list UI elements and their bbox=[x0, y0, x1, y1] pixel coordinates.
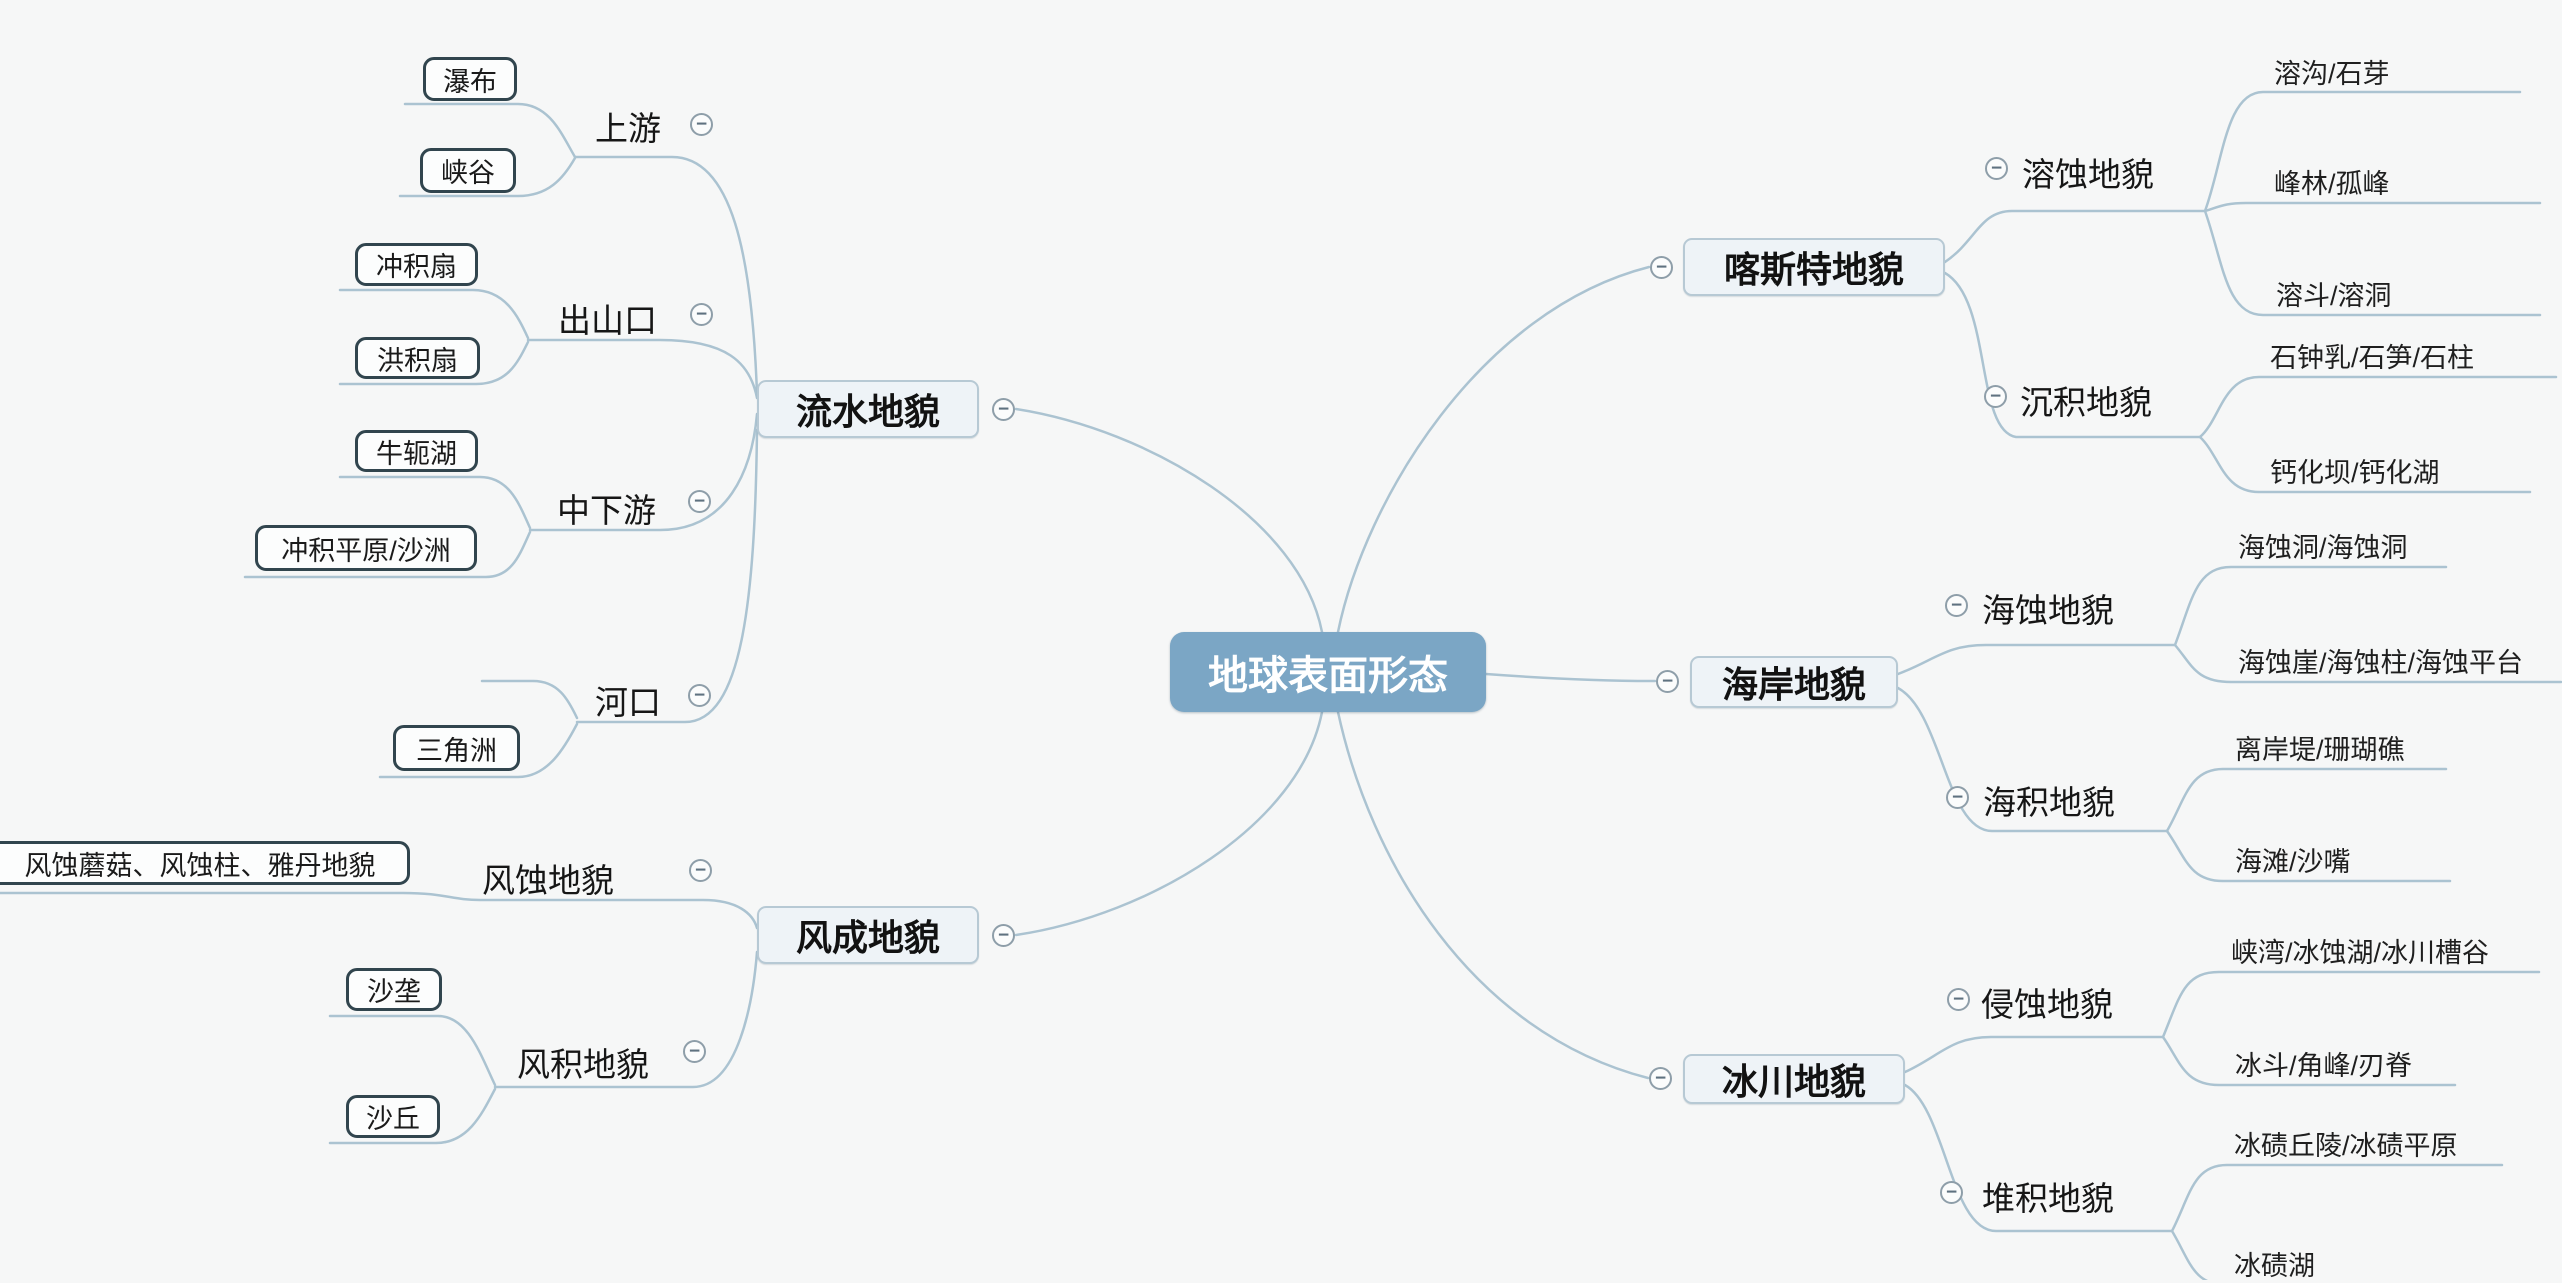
leaf-fjord[interactable]: 峡湾/冰蚀湖/冰川槽谷 bbox=[2231, 938, 2490, 968]
leaf-sand-dune[interactable]: 沙丘 bbox=[346, 1095, 440, 1138]
collapse-icon-wind-erosion[interactable]: − bbox=[689, 859, 712, 882]
central-topic[interactable]: 地球表面形态 bbox=[1170, 632, 1486, 712]
leaf-cirque-horn[interactable]: 冰斗/角峰/刃脊 bbox=[2235, 1051, 2413, 1081]
collapse-icon-glacial-accumulation[interactable]: − bbox=[1940, 1181, 1963, 1204]
sub-marine-erosion[interactable]: 海蚀地貌 bbox=[1982, 592, 2114, 629]
collapse-icon-karst-deposition[interactable]: − bbox=[1984, 385, 2007, 408]
leaf-delta[interactable]: 三角洲 bbox=[393, 725, 520, 771]
collapse-icon-karst[interactable]: − bbox=[1650, 256, 1673, 279]
sub-upstream[interactable]: 上游 bbox=[595, 110, 661, 147]
leaf-peak-forest[interactable]: 峰林/孤峰 bbox=[2274, 169, 2390, 199]
collapse-icon-estuary[interactable]: − bbox=[688, 684, 711, 707]
collapse-icon-upstream[interactable]: − bbox=[690, 113, 713, 136]
leaf-stalactite[interactable]: 石钟乳/石笋/石柱 bbox=[2270, 343, 2475, 373]
leaf-flood-fan[interactable]: 洪积扇 bbox=[355, 337, 480, 379]
collapse-icon-aeolian[interactable]: − bbox=[992, 924, 1015, 947]
leaf-yardang[interactable]: 风蚀蘑菇、风蚀柱、雅丹地貌 bbox=[0, 841, 410, 885]
collapse-icon-marine-deposition[interactable]: − bbox=[1946, 786, 1969, 809]
collapse-icon-coastal[interactable]: − bbox=[1656, 670, 1679, 693]
leaf-moraine-lake[interactable]: 冰碛湖 bbox=[2234, 1251, 2315, 1281]
leaf-waterfall[interactable]: 瀑布 bbox=[423, 57, 517, 101]
collapse-icon-dissolution[interactable]: − bbox=[1985, 157, 2008, 180]
sub-karst-deposition[interactable]: 沉积地貌 bbox=[2020, 384, 2152, 421]
sub-dissolution[interactable]: 溶蚀地貌 bbox=[2022, 156, 2154, 193]
leaf-canyon[interactable]: 峡谷 bbox=[420, 148, 516, 193]
sub-mid-lower[interactable]: 中下游 bbox=[557, 492, 656, 529]
branch-aeolian[interactable]: 风成地貌 bbox=[757, 906, 979, 964]
leaf-travertine[interactable]: 钙化坝/钙化湖 bbox=[2270, 458, 2440, 488]
leaf-oxbow-lake[interactable]: 牛轭湖 bbox=[355, 430, 478, 472]
leaf-sand-ridge[interactable]: 沙垄 bbox=[346, 968, 442, 1011]
sub-mountain-outlet[interactable]: 出山口 bbox=[558, 302, 657, 339]
branch-fluvial[interactable]: 流水地貌 bbox=[757, 380, 979, 438]
leaf-offshore-bar[interactable]: 离岸堤/珊瑚礁 bbox=[2235, 735, 2405, 765]
leaf-beach-spit[interactable]: 海滩/沙嘴 bbox=[2235, 847, 2351, 877]
leaf-sea-cave[interactable]: 海蚀洞/海蚀洞 bbox=[2238, 533, 2408, 563]
sub-wind-deposition[interactable]: 风积地貌 bbox=[517, 1046, 649, 1083]
sub-glacial-erosion[interactable]: 侵蚀地貌 bbox=[1981, 986, 2113, 1023]
leaf-alluvial-fan[interactable]: 冲积扇 bbox=[355, 243, 478, 286]
branch-glacial[interactable]: 冰川地貌 bbox=[1683, 1054, 1905, 1104]
sub-marine-deposition[interactable]: 海积地貌 bbox=[1983, 784, 2115, 821]
collapse-icon-glacial[interactable]: − bbox=[1649, 1067, 1672, 1090]
collapse-icon-mountain-outlet[interactable]: − bbox=[690, 303, 713, 326]
leaf-karren[interactable]: 溶沟/石芽 bbox=[2274, 59, 2390, 89]
sub-wind-erosion[interactable]: 风蚀地貌 bbox=[482, 862, 614, 899]
leaf-alluvial-plain[interactable]: 冲积平原/沙洲 bbox=[255, 525, 477, 571]
leaf-sinkhole-cave[interactable]: 溶斗/溶洞 bbox=[2276, 281, 2392, 311]
leaf-sea-cliff[interactable]: 海蚀崖/海蚀柱/海蚀平台 bbox=[2238, 648, 2524, 678]
sub-glacial-accumulation[interactable]: 堆积地貌 bbox=[1982, 1180, 2114, 1217]
collapse-icon-mid-lower[interactable]: − bbox=[688, 490, 711, 513]
collapse-icon-wind-deposition[interactable]: − bbox=[683, 1040, 706, 1063]
collapse-icon-glacial-erosion[interactable]: − bbox=[1947, 988, 1970, 1011]
branch-karst[interactable]: 喀斯特地貌 bbox=[1683, 238, 1945, 296]
sub-estuary[interactable]: 河口 bbox=[595, 684, 661, 721]
collapse-icon-fluvial[interactable]: − bbox=[992, 398, 1015, 421]
collapse-icon-marine-erosion[interactable]: − bbox=[1945, 594, 1968, 617]
leaf-moraine-hills[interactable]: 冰碛丘陵/冰碛平原 bbox=[2234, 1131, 2458, 1161]
branch-coastal[interactable]: 海岸地貌 bbox=[1690, 656, 1898, 708]
